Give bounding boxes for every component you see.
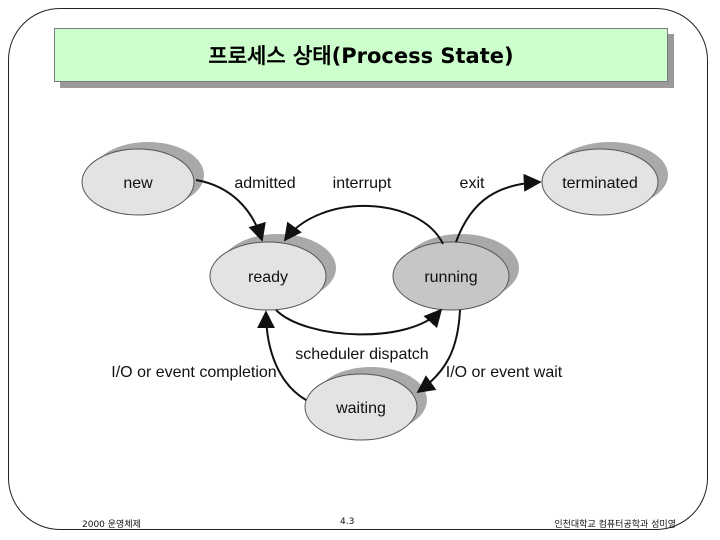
label-exit: exit <box>460 175 485 192</box>
page-title: 프로세스 상태(Process State) <box>208 44 514 68</box>
arrow-exit <box>455 173 542 243</box>
label-admitted: admitted <box>234 175 295 192</box>
label-io-event-completion: I/O or event completion <box>111 364 276 381</box>
footer-course: 2000 운영체제 <box>82 520 141 530</box>
arrow-admitted <box>195 179 266 242</box>
state-ready: ready <box>209 234 336 311</box>
state-terminated: terminated <box>541 142 668 216</box>
slide-frame <box>8 8 708 530</box>
footer-page-number: 4.3 <box>340 517 355 527</box>
state-running: running <box>392 234 519 311</box>
state-terminated-ellipse <box>541 148 659 216</box>
label-scheduler-dispatch: scheduler dispatch <box>295 346 428 363</box>
footer-author: 인천대학교 컴퓨터공학과 성미영 <box>554 520 676 530</box>
state-new: new <box>81 142 204 216</box>
state-running-ellipse <box>392 241 510 311</box>
arrow-io-event-wait <box>416 309 461 394</box>
state-new-ellipse <box>81 148 195 216</box>
label-io-event-wait: I/O or event wait <box>446 364 563 381</box>
arrow-io-event-completion <box>257 310 307 401</box>
state-waiting: waiting <box>304 367 427 441</box>
title-box: 프로세스 상태(Process State) <box>54 28 668 82</box>
arrow-scheduler-dispatch <box>275 308 443 336</box>
state-ready-ellipse <box>209 241 327 311</box>
state-waiting-label: waiting <box>335 400 386 417</box>
state-running-label: running <box>424 269 477 286</box>
state-terminated-label: terminated <box>562 175 638 192</box>
state-new-label: new <box>123 175 153 192</box>
state-ready-label: ready <box>248 269 288 286</box>
state-waiting-ellipse <box>304 373 418 441</box>
arrow-interrupt <box>283 204 444 245</box>
label-interrupt: interrupt <box>333 175 392 192</box>
